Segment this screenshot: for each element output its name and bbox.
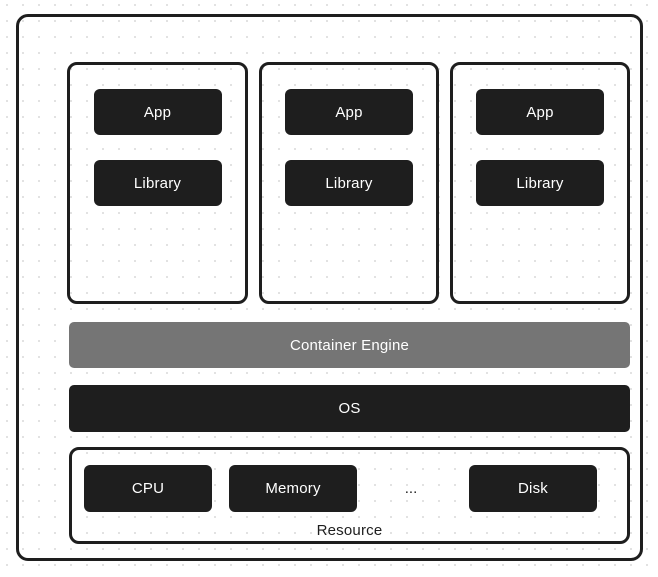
library-chip: Library — [93, 160, 222, 206]
resource-box: CPU Memory ... Disk Resource — [69, 447, 630, 544]
cpu-chip: CPU — [84, 465, 212, 512]
resource-label: Resource — [316, 522, 383, 539]
library-chip: Library — [285, 160, 413, 206]
library-chip: Library — [476, 160, 604, 206]
container-box-1: App Library — [67, 62, 248, 304]
container-engine-bar: Container Engine — [69, 322, 630, 368]
os-bar: OS — [69, 385, 630, 432]
disk-chip: Disk — [469, 465, 597, 512]
ellipsis-label: ... — [404, 480, 418, 497]
container-box-3: App Library — [450, 62, 630, 304]
container-box-2: App Library — [259, 62, 439, 304]
memory-chip: Memory — [229, 465, 357, 512]
host-boundary-box: App Library App Library App Library Cont… — [16, 14, 643, 561]
app-chip: App — [285, 89, 413, 135]
app-chip: App — [93, 89, 222, 135]
app-chip: App — [476, 89, 604, 135]
